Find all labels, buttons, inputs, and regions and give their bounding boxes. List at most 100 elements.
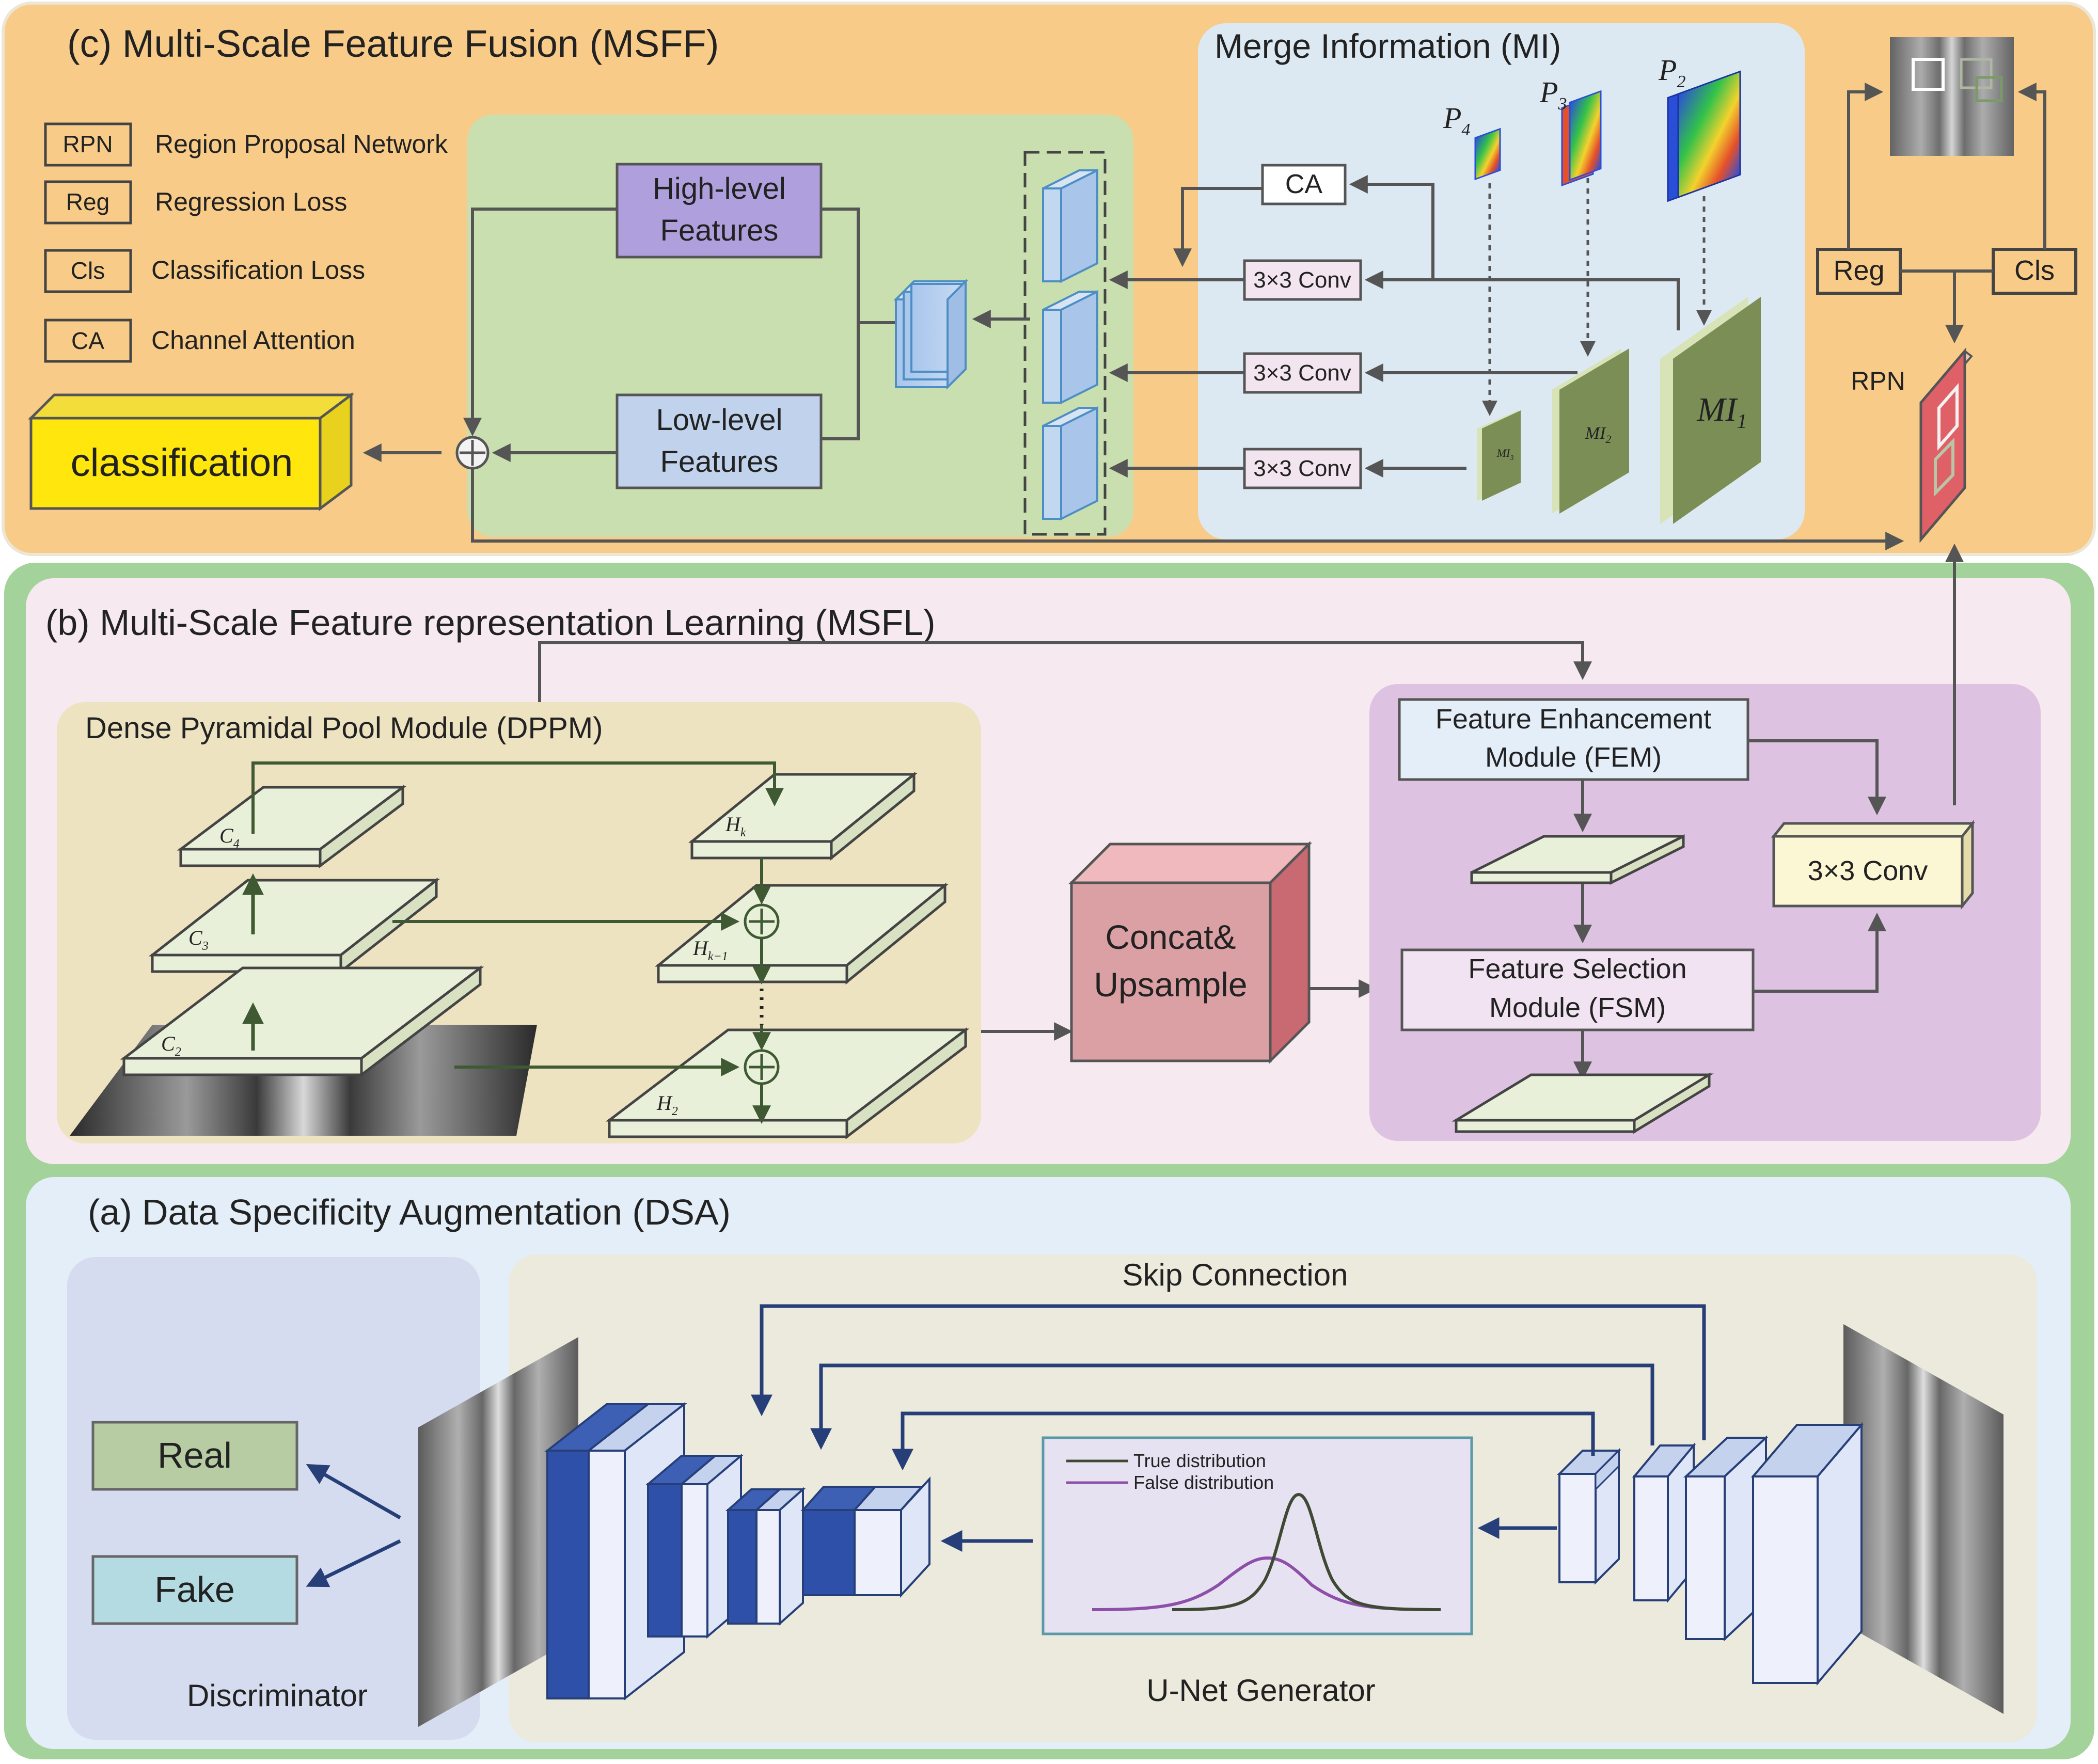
cls-box — [1992, 248, 2077, 295]
high-to-plus — [463, 208, 617, 437]
conv-box-3 — [1243, 448, 1362, 489]
top-line-to-fem — [538, 641, 1592, 702]
fused-feature-stack — [893, 279, 968, 390]
mi3-label: MI3 — [1496, 447, 1514, 462]
fsm-output-plate — [1452, 1072, 1714, 1134]
fake-label: Fake — [154, 1569, 235, 1610]
true-distribution-curve — [1172, 1492, 1441, 1611]
rpn-slab — [1919, 347, 1973, 543]
ca-label: CA — [1285, 169, 1323, 199]
c2-label: C2 — [161, 1032, 181, 1059]
skip-connection-3 — [892, 1411, 1595, 1471]
legend: RPN Region Proposal Network Reg Regressi… — [44, 122, 448, 363]
skip-connection-1 — [751, 1304, 1706, 1440]
cls-to-xray — [2017, 83, 2046, 249]
low-level-line1: Low-level — [656, 403, 783, 437]
decoder-block-4 — [800, 1476, 930, 1598]
high-level-line1: High-level — [653, 172, 786, 205]
scale-cube-1 — [1042, 168, 1098, 283]
c4-label: C4 — [219, 824, 240, 851]
hk1-label: Hk−1 — [692, 936, 728, 963]
discriminator-label: Discriminator — [187, 1678, 368, 1713]
legend-reg-abbr: Reg — [66, 188, 109, 215]
fem-output-plate — [1470, 834, 1685, 885]
skip-connection-label: Skip Connection — [1123, 1258, 1348, 1292]
legend-reg-text: Regression Loss — [155, 187, 347, 216]
concat-line2: Upsample — [1094, 965, 1247, 1004]
legend-reg-box — [44, 180, 132, 225]
classification-label: classification — [71, 441, 293, 485]
hk-plate: Hk — [688, 771, 918, 861]
legend-ca-text: Channel Attention — [151, 326, 355, 355]
hk1-plate: Hk−1 — [654, 882, 949, 985]
c4-to-hk-arrow — [251, 761, 784, 834]
mi-title: Merge Information (MI) — [1214, 27, 1561, 65]
legend-ca-box — [44, 319, 132, 363]
legend-rpn-box — [44, 122, 132, 167]
decoder-block-3 — [725, 1487, 806, 1626]
dsa-section: (a) Data Specificity Augmentation (DSA) … — [26, 1177, 2071, 1749]
ca-to-cubes — [1173, 187, 1263, 267]
cls-label: Cls — [2014, 255, 2055, 286]
plus-to-rpn — [471, 467, 1904, 550]
mi1-label: MI1 — [1697, 391, 1747, 433]
c2-plate: C2 — [120, 965, 484, 1078]
msfl-section: (b) Multi-Scale Feature representation L… — [26, 543, 2071, 1164]
distribution-frame — [1042, 1436, 1473, 1635]
c3-label: C3 — [188, 926, 209, 953]
scale-cube-3 — [1042, 406, 1098, 521]
concat-line1: Concat& — [1105, 918, 1236, 956]
multi-scale-cube-group — [1023, 151, 1107, 536]
legend-rpn-text: Region Proposal Network — [155, 130, 448, 158]
c4-plate: C4 — [177, 785, 407, 868]
true-distribution-label: True distribution — [1133, 1450, 1266, 1471]
concat-upsample-block: Concat& Upsample — [1068, 840, 1313, 1064]
h2-plate: H2 — [605, 1027, 970, 1140]
reg-label: Reg — [1833, 255, 1884, 286]
fsm-line2: Module (FSM) — [1489, 992, 1666, 1023]
encoder-block-2 — [1632, 1442, 1696, 1603]
p3-label: P3 — [1539, 75, 1567, 114]
classification-front — [29, 417, 322, 510]
fem-to-conv — [1748, 739, 1886, 816]
real-label: Real — [157, 1435, 232, 1475]
conv-label-2: 3×3 Conv — [1253, 360, 1351, 386]
unet-generator-label: U-Net Generator — [1146, 1673, 1376, 1708]
h2-label: H2 — [656, 1091, 678, 1118]
classification-block: classification — [27, 392, 355, 511]
conv-box-2 — [1243, 352, 1362, 394]
classification-top — [27, 393, 355, 420]
rpn-label: RPN — [1851, 367, 1905, 395]
hk-label: Hk — [725, 813, 746, 839]
legend-cls-text: Classification Loss — [151, 256, 365, 284]
encoder-block-1 — [1557, 1448, 1621, 1585]
mi1-to-conv1 — [1364, 271, 1680, 330]
ca-box — [1261, 164, 1347, 205]
p4-heatmap: P4 — [1443, 101, 1501, 181]
distribution-chart: True distribution False distribution — [1042, 1436, 1473, 1635]
p2-label: P2 — [1658, 53, 1685, 91]
mi1-slab: MI1 — [1660, 297, 1761, 524]
mi3-slab: MI3 — [1477, 410, 1521, 501]
msfl-conv-label: 3×3 Conv — [1808, 855, 1928, 886]
false-distribution-label: False distribution — [1133, 1472, 1274, 1493]
msff-title: (c) Multi-Scale Feature Fusion (MSFF) — [67, 22, 719, 65]
p4-label: P4 — [1443, 101, 1470, 139]
reg-to-xray — [1847, 83, 1884, 249]
mi1-to-ca — [1349, 175, 1434, 280]
mi2-label: MI2 — [1585, 424, 1612, 446]
dppm-title: Dense Pyramidal Pool Module (DPPM) — [85, 711, 603, 745]
conv-label-3: 3×3 Conv — [1253, 456, 1351, 481]
detection-xray — [1890, 37, 2014, 156]
disc-to-fake — [306, 1539, 401, 1587]
msff-section: (c) Multi-Scale Feature Fusion (MSFF) RP… — [2, 2, 2096, 556]
real-box — [91, 1421, 298, 1491]
dsa-title: (a) Data Specificity Augmentation (DSA) — [88, 1192, 731, 1232]
detection-box-3 — [1975, 76, 2003, 102]
false-distribution-curve — [1092, 1556, 1441, 1611]
skip-connection-2 — [810, 1363, 1654, 1450]
encoder-block-4 — [1750, 1422, 1864, 1686]
p2-heatmap: P2 — [1658, 53, 1741, 202]
low-level-features-box — [616, 393, 823, 489]
high-level-line2: Features — [660, 214, 779, 247]
